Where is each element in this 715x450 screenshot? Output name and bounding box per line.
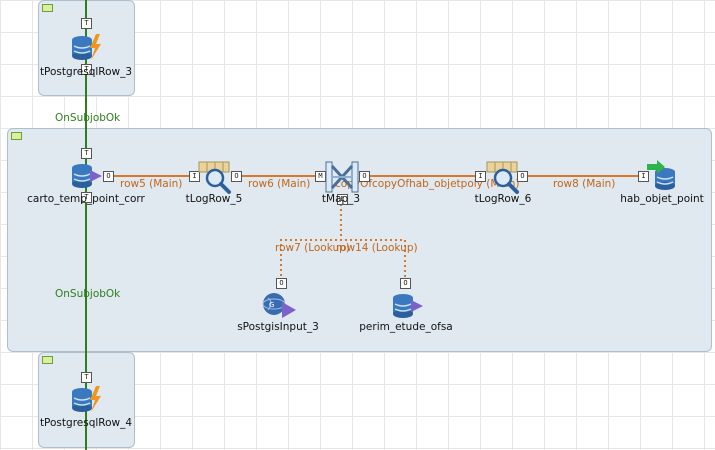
log-row-icon — [198, 161, 231, 194]
connector-trigger[interactable]: T — [81, 372, 92, 383]
connector-trigger[interactable]: T — [81, 148, 92, 159]
link-row14[interactable] — [340, 204, 406, 282]
connector-trigger[interactable]: T — [81, 192, 92, 203]
connector-output[interactable]: O — [231, 171, 242, 182]
postgis-input-icon: G — [262, 293, 296, 318]
connector-input[interactable]: I — [475, 171, 486, 182]
row5-label: row5 (Main) — [120, 178, 183, 190]
postgresql-output-icon — [647, 160, 675, 190]
postgresql-input-icon — [72, 164, 102, 188]
connector-output[interactable]: O — [517, 171, 528, 182]
perim-etude-ofsa-label: perim_etude_ofsa — [359, 321, 453, 333]
connector-output[interactable]: O — [400, 278, 411, 289]
spostgisinput3-label: sPostgisInput_3 — [237, 321, 319, 333]
tmap-icon — [325, 161, 359, 193]
hab-objet-point-label: hab_objet_point — [620, 193, 704, 205]
row6-label: row6 (Main) — [248, 178, 311, 190]
row14-label: row14 (Lookup) — [336, 242, 418, 254]
copy-label: copyOfcopyOfhab_objetpoly (Main) — [335, 178, 520, 190]
postgresql-row-icon — [72, 386, 101, 412]
collapse-handle[interactable] — [42, 356, 53, 364]
component-tmap3[interactable] — [322, 158, 362, 198]
connector-trigger[interactable]: T — [81, 64, 92, 75]
connector-trigger[interactable]: T — [81, 18, 92, 29]
component-hab-objet-point[interactable] — [643, 158, 683, 198]
connector-input[interactable]: I — [189, 171, 200, 182]
tpostgresqlrow4-label: tPostgresqlRow_4 — [39, 417, 133, 429]
component-tpostgresqlrow3[interactable] — [66, 30, 106, 70]
component-carto-temp-point-corr[interactable] — [66, 158, 106, 198]
connector-output[interactable]: O — [359, 171, 370, 182]
tmap3-label: tMap_3 — [321, 193, 361, 205]
component-tpostgresqlrow4[interactable] — [66, 382, 106, 422]
collapse-handle[interactable] — [11, 132, 22, 140]
connector-input[interactable]: I — [638, 171, 649, 182]
component-spostgisinput3[interactable]: G — [260, 288, 300, 328]
link-row7[interactable] — [280, 204, 342, 282]
component-tlogrow6[interactable] — [483, 158, 523, 198]
postgresql-input-icon — [393, 294, 423, 318]
postgresql-row-icon — [72, 34, 101, 60]
log-row-icon — [486, 161, 519, 194]
connector-output[interactable]: O — [276, 278, 287, 289]
tlogrow5-label: tLogRow_5 — [185, 193, 243, 205]
component-perim-etude-ofsa[interactable] — [387, 288, 427, 328]
connector-output[interactable]: O — [103, 171, 114, 182]
subjob-main[interactable] — [7, 128, 712, 352]
onsubjobok-label-1: OnSubjobOk — [55, 112, 121, 124]
tlogrow6-label: tLogRow_6 — [474, 193, 532, 205]
onsubjobok-label-2: OnSubjobOk — [55, 288, 121, 300]
tpostgresqlrow3-label: tPostgresqlRow_3 — [39, 66, 133, 78]
connector-lookup[interactable]: L — [337, 194, 348, 205]
collapse-handle[interactable] — [42, 4, 53, 12]
row8-label: row8 (Main) — [553, 178, 616, 190]
carto-temp-label: carto_temp_point_corr — [27, 193, 145, 205]
svg-text:G: G — [269, 301, 274, 309]
component-tlogrow5[interactable] — [195, 158, 235, 198]
row7-label: row7 (Lookup) — [275, 242, 350, 254]
